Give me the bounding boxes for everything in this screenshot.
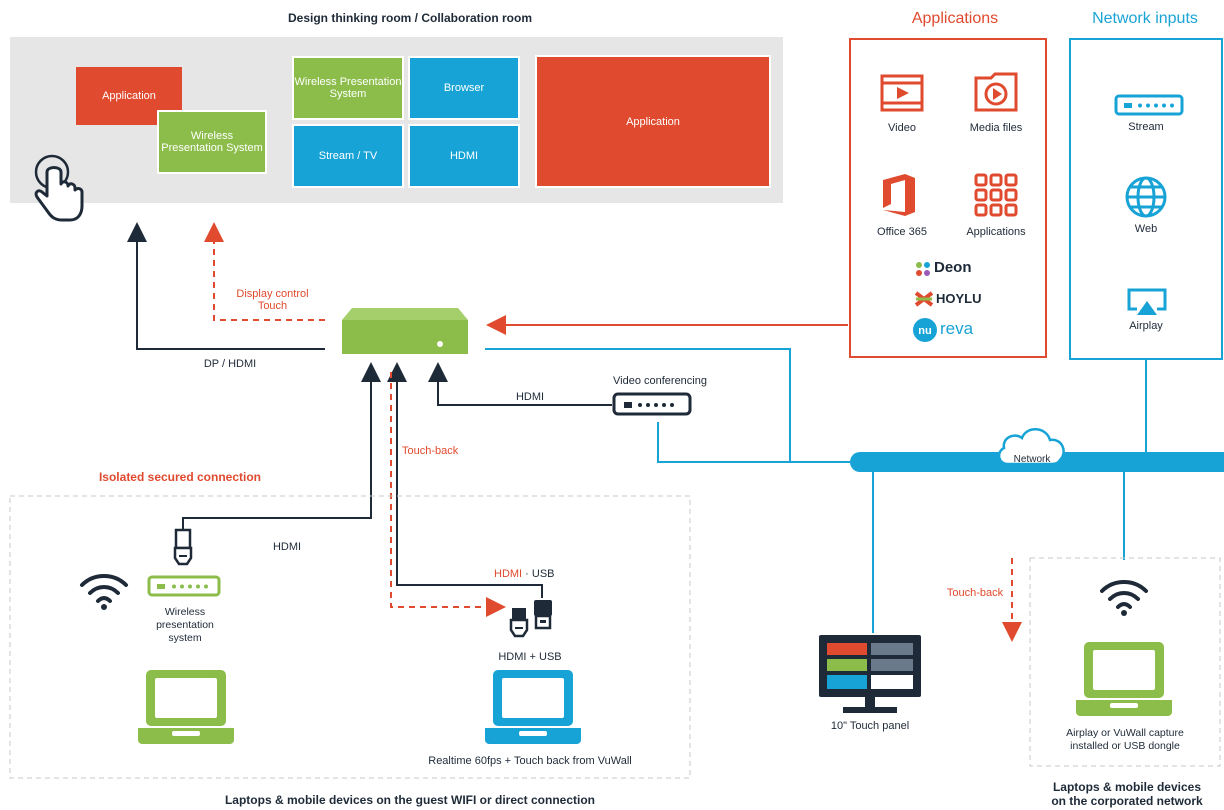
hdmi-usb-plugs-icon	[509, 600, 552, 638]
video-conferencing-label: Video conferencing	[613, 375, 707, 387]
room-title: Design thinking room / Collaboration roo…	[287, 11, 532, 25]
cloud-icon	[997, 428, 1065, 466]
stream-device-icon	[1114, 94, 1184, 116]
hdmi-plug-icon	[173, 528, 193, 566]
svg-text:nu: nu	[918, 325, 931, 337]
hdmi-usb-sep: · USB	[522, 568, 555, 580]
airplay-icon	[1127, 288, 1167, 315]
network-label: Network	[1013, 454, 1051, 465]
touch-panel-label: 10" Touch panel	[830, 720, 910, 732]
wifi-icon	[80, 574, 128, 610]
corp-footer-line2: on the corporated network	[1051, 794, 1203, 808]
video-conferencing-device-icon	[612, 392, 692, 416]
office365-icon	[883, 174, 915, 216]
touch-back-right-label: Touch-back	[946, 587, 1004, 599]
applications-grid-icon	[974, 173, 1018, 217]
network-airplay-label: Airplay	[1129, 320, 1163, 332]
wifi-corporate-icon	[1100, 580, 1148, 616]
dp-hdmi-label: DP / HDMI	[203, 358, 257, 370]
tile-stream-tv: Stream / TV	[292, 124, 404, 188]
applications-title: Applications	[911, 10, 999, 27]
hoylu-logo-text: HOYLU	[936, 291, 982, 306]
applications-panel	[849, 38, 1047, 358]
network-inputs-title: Network inputs	[1092, 10, 1198, 27]
network-stream-label: Stream	[1128, 121, 1164, 133]
laptop-corporate-icon	[1076, 642, 1172, 716]
nureva-logo-icon: nu	[913, 318, 937, 342]
web-globe-icon	[1125, 176, 1167, 218]
hdmi-plus-usb-label: HDMI + USB	[498, 651, 562, 663]
network-web-label: Web	[1134, 223, 1158, 235]
tile-browser: Browser	[408, 56, 520, 120]
tile-hdmi: HDMI	[408, 124, 520, 188]
isolated-connection-title: Isolated secured connection	[98, 470, 262, 484]
touch-panel-icon	[819, 635, 921, 713]
media-files-icon	[974, 72, 1018, 112]
app-applications-label: Applications	[966, 226, 1026, 238]
touch-back-label: Touch-back	[402, 445, 459, 457]
deon-logo-text: Deon	[934, 259, 972, 276]
video-icon	[880, 74, 924, 112]
nureva-logo-text: reva	[940, 319, 974, 338]
corp-footer-line1: Laptops & mobile devices	[1052, 780, 1202, 794]
touch-label: Touch	[257, 300, 288, 312]
tile-application-large: Application	[535, 55, 771, 188]
laptop-green-icon	[138, 670, 234, 744]
airplay-capture-label: Airplay or VuWall capture installed or U…	[1066, 727, 1184, 752]
hdmi-wps-label: HDMI	[272, 541, 302, 553]
tile-wps-small: Wireless Presentation System	[157, 110, 267, 174]
realtime-label: Realtime 60fps + Touch back from VuWall	[428, 755, 632, 767]
wps-device-label: Wireless presentation system	[156, 606, 214, 644]
hdmi-usb-red: HDMI	[494, 568, 523, 580]
laptop-blue-icon	[485, 670, 581, 744]
wps-device-icon	[147, 575, 221, 597]
deon-logo-icon	[916, 262, 930, 276]
app-office365-label: Office 365	[877, 226, 927, 238]
app-media-files-label: Media files	[969, 122, 1023, 134]
tile-wps: Wireless Presentation System	[292, 56, 404, 120]
hoylu-logo-icon	[914, 291, 934, 307]
hdmi-vc-label: HDMI	[515, 391, 545, 403]
network-inputs-panel	[1069, 38, 1223, 360]
guest-footer-label: Laptops & mobile devices on the guest WI…	[224, 793, 596, 807]
controller-box-icon	[342, 308, 468, 354]
display-control-label: Display control	[236, 288, 309, 300]
touch-hand-icon	[34, 154, 84, 222]
hdmi-usb-label: HDMI · USB	[494, 568, 555, 580]
app-video-label: Video	[888, 122, 916, 134]
